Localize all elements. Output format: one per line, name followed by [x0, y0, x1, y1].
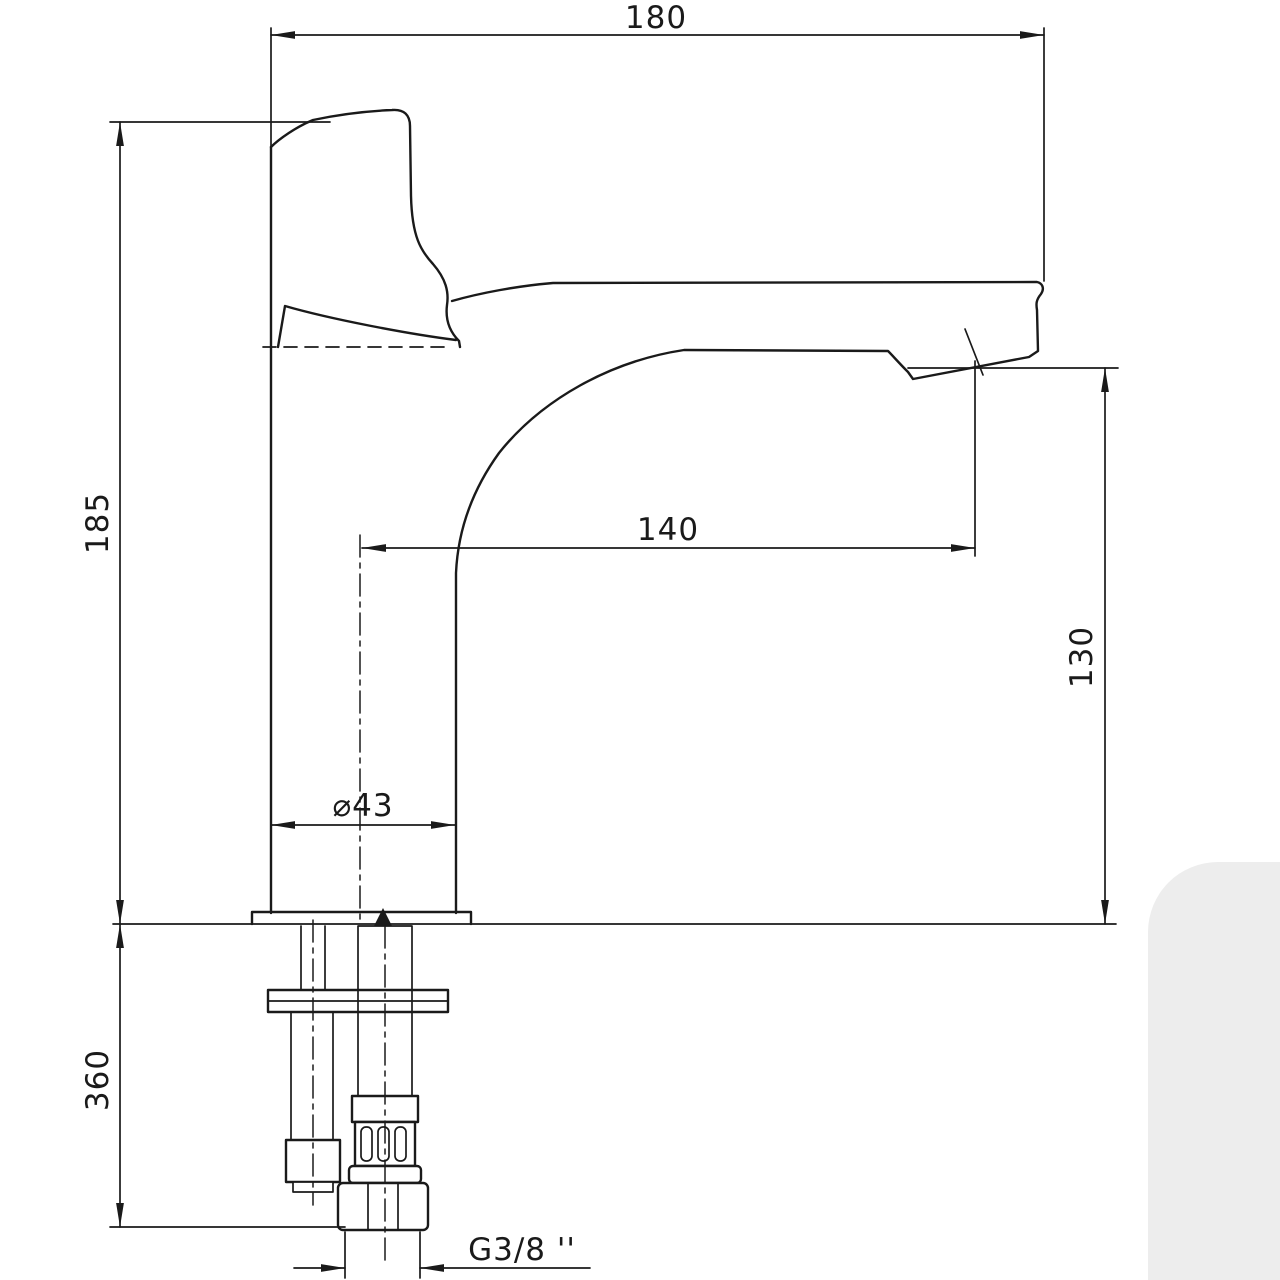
faucet-outline	[112, 108, 1117, 926]
dimension-overall-width: 180	[270, 0, 1045, 282]
page-corner-shadow	[1148, 862, 1280, 1280]
dim-label-connection-thread: G3/8 ''	[468, 1232, 576, 1268]
stud-sleeve	[290, 1011, 334, 1141]
hose-hex-nut	[336, 1181, 430, 1232]
dim-label-spout-height: 130	[1064, 626, 1100, 688]
dimension-spout-height: 130	[907, 367, 1119, 925]
lever-handle	[269, 108, 462, 349]
spout-and-body-profile	[450, 280, 1045, 915]
centerlines	[312, 534, 386, 1263]
dimension-body-height: 185	[80, 121, 331, 925]
dim-label-body-height: 185	[80, 492, 116, 554]
dim-label-under-counter-length: 360	[80, 1049, 116, 1111]
dimension-spout-reach: 140	[361, 360, 976, 557]
dimension-base-diameter: ⌀43	[270, 788, 456, 829]
mounting-hardware	[266, 908, 450, 1232]
dimension-connection-thread: G3/8 ''	[293, 1231, 591, 1279]
base-flange	[250, 910, 473, 926]
dim-label-base-diameter: ⌀43	[332, 788, 393, 824]
supply-hose	[336, 908, 430, 1232]
hose-tip	[374, 908, 392, 926]
mounting-bracket	[266, 988, 450, 1014]
dimension-under-counter-length: 360	[80, 923, 346, 1228]
dim-label-spout-reach: 140	[637, 512, 699, 548]
dim-label-overall-width: 180	[625, 0, 687, 36]
